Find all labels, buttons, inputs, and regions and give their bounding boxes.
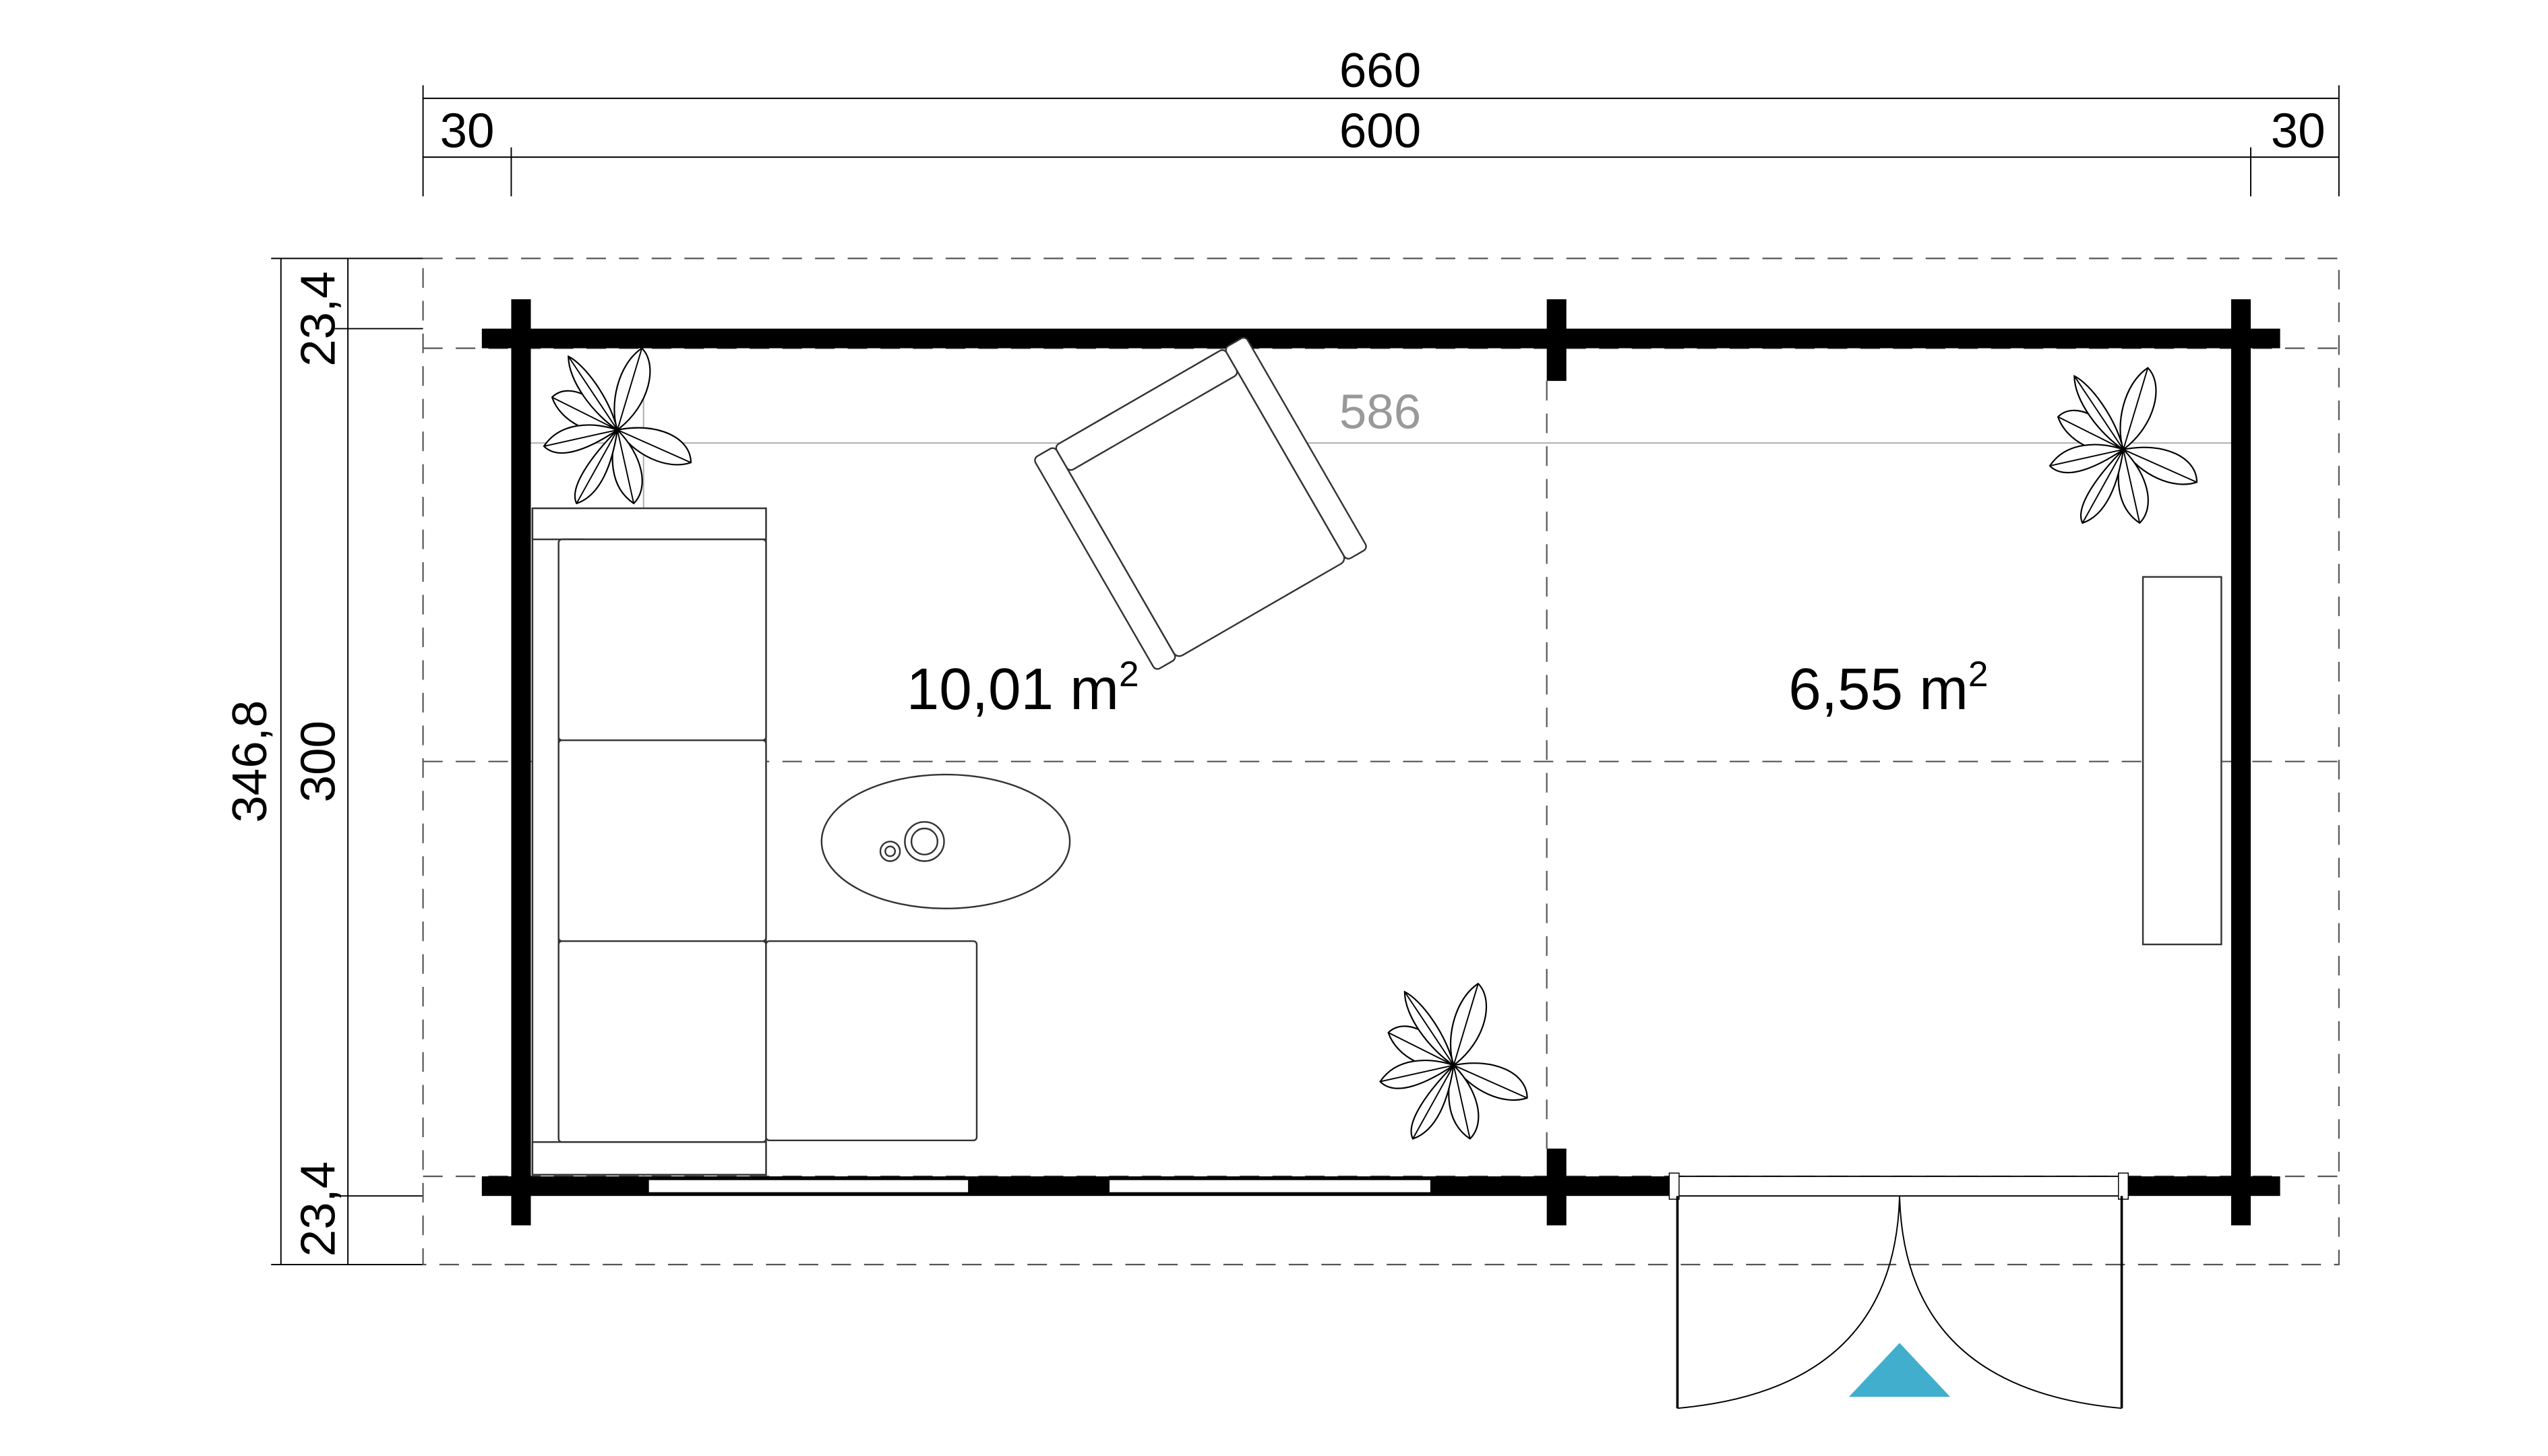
armchair: [1034, 337, 1367, 670]
sideboard: [2142, 576, 2222, 946]
window: [1108, 1179, 1432, 1194]
plant-icon: [543, 347, 692, 504]
window: [648, 1179, 969, 1194]
entrance-marker-icon: [1848, 1343, 1951, 1397]
inner-depth-label: 300: [291, 721, 346, 802]
overall-depth-label: 346,8: [222, 700, 277, 823]
inner-width-label: 600: [1339, 104, 1421, 158]
corner-sofa: [531, 507, 978, 1176]
interior-width-label: 586: [1339, 384, 1421, 439]
room-area-left: 10,01 m2: [907, 655, 1139, 722]
left-dimensions: 346,8 300 23,4 23,4: [222, 257, 423, 1265]
room-area-right: 6,55 m2: [1788, 655, 1988, 722]
overall-width-label: 660: [1339, 43, 1421, 98]
double-door: [1668, 1172, 2129, 1409]
overhang-bottom-label: 23,4: [291, 1161, 346, 1256]
top-dimensions: 660 30 600 30: [422, 43, 2340, 197]
overhang-right-label: 30: [2271, 104, 2326, 158]
overhang-top-label: 23,4: [291, 271, 346, 366]
overhang-left-label: 30: [440, 104, 495, 158]
walls: [481, 299, 2280, 1225]
coffee-table: [820, 773, 1071, 909]
plant-icon: [1379, 983, 1528, 1140]
plant-icon: [2049, 367, 2198, 524]
